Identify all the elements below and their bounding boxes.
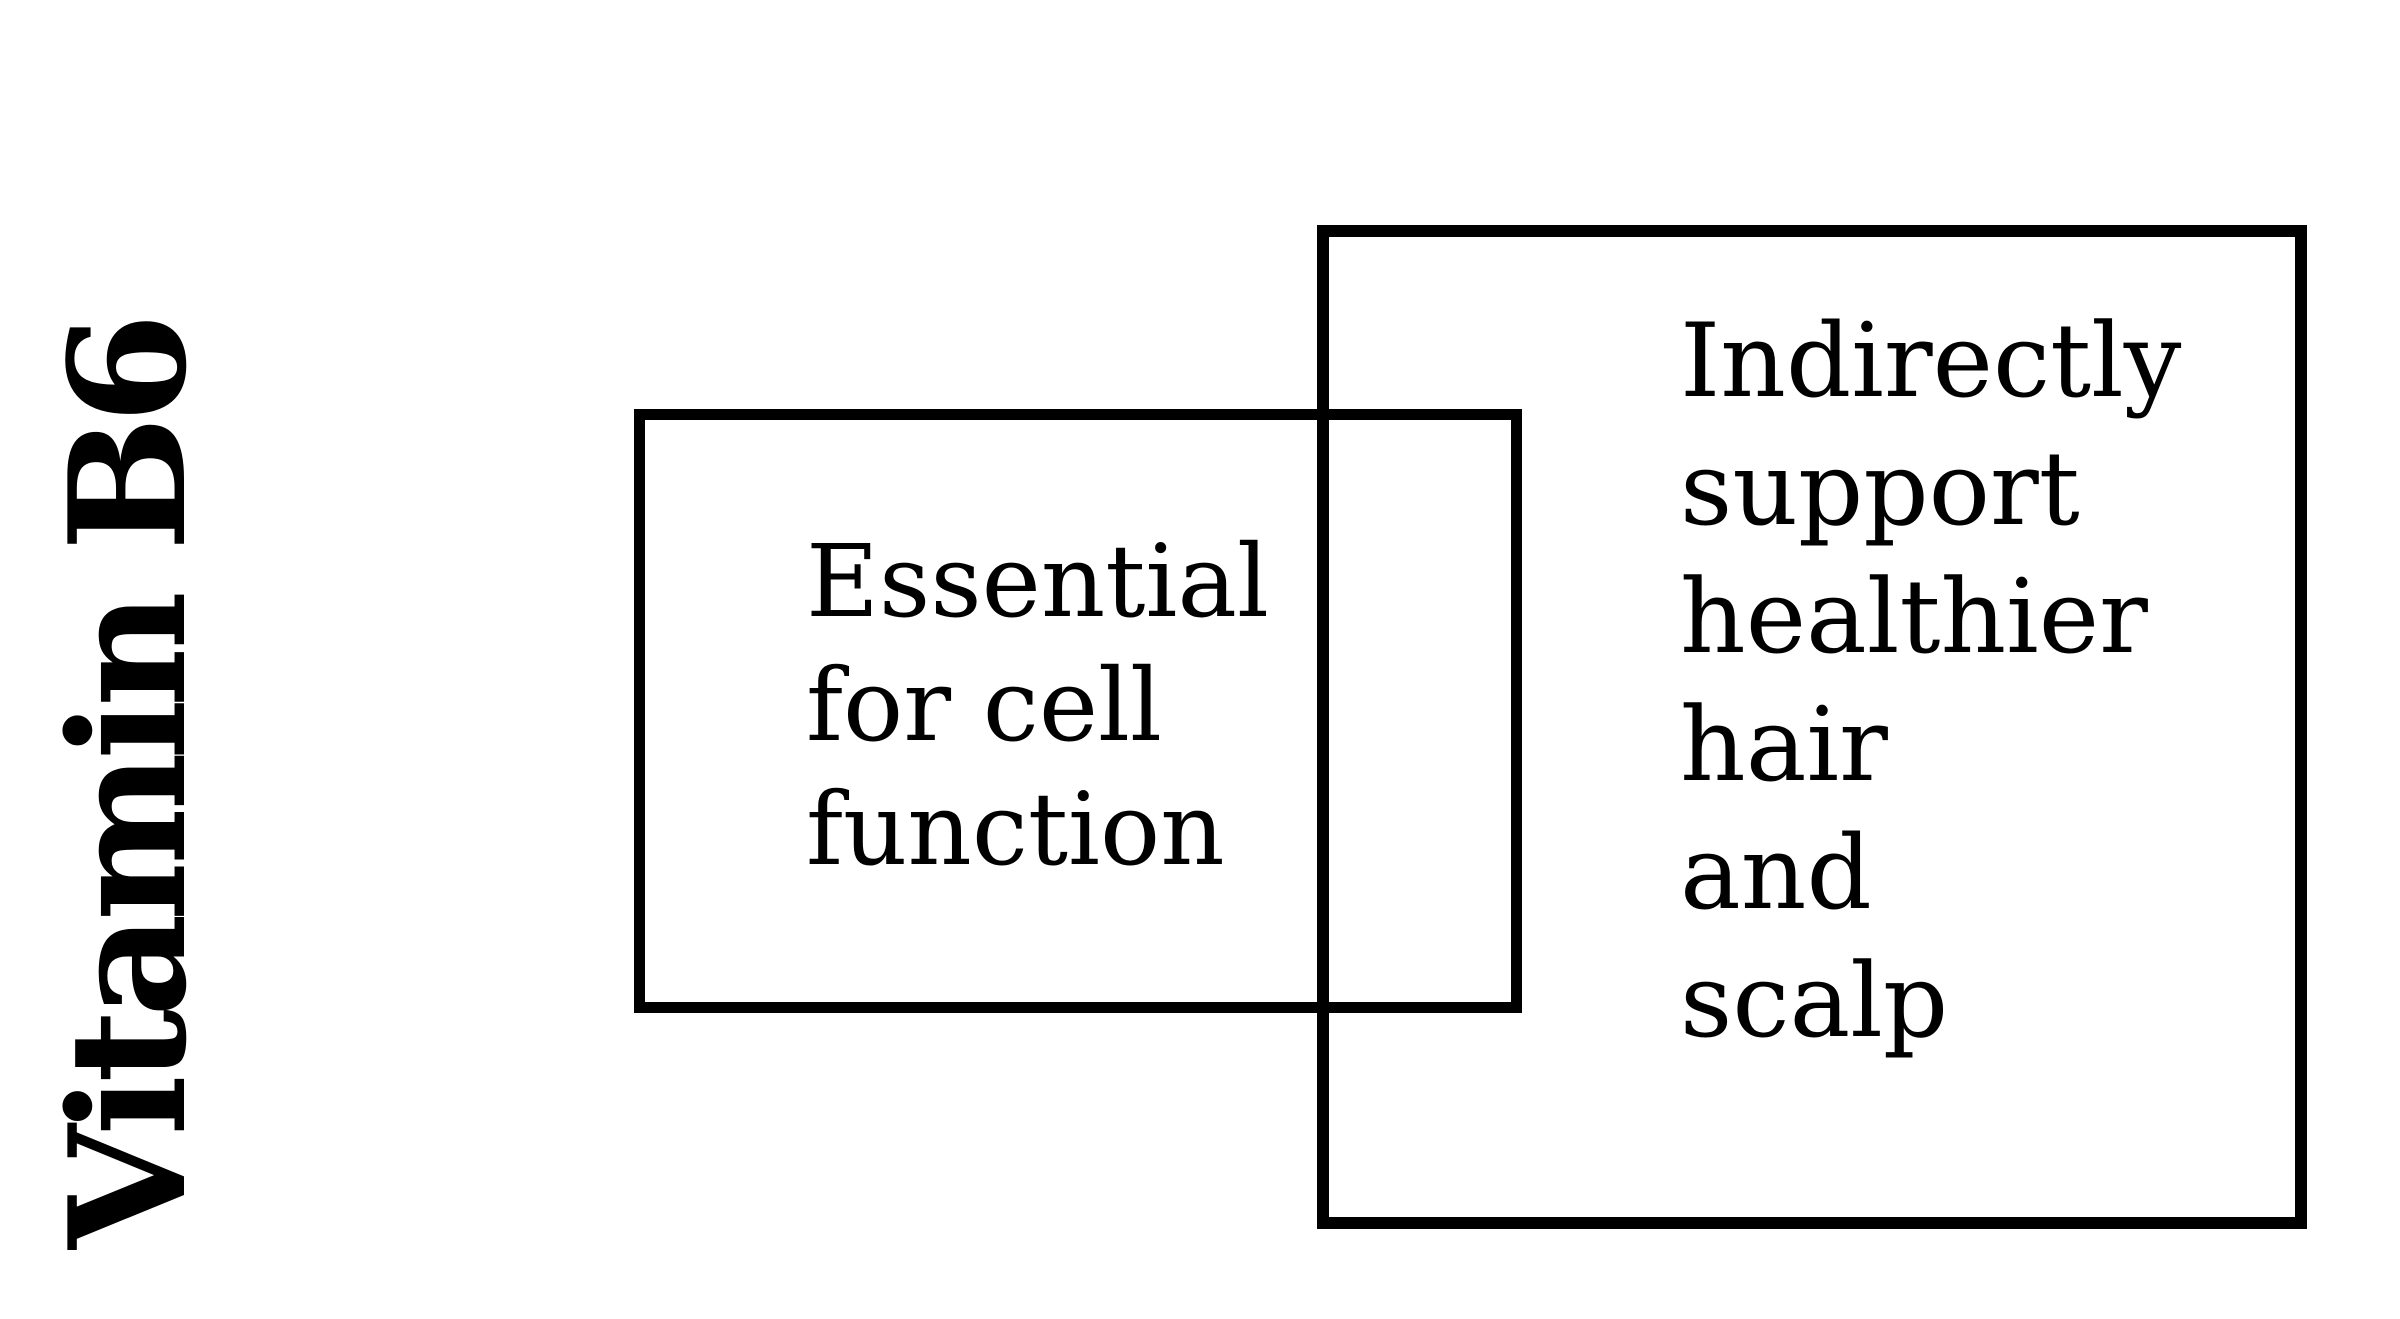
label-line: hair [1680, 686, 1888, 805]
label-line: scalp [1680, 942, 1949, 1061]
label-line: for cell [806, 647, 1162, 764]
label-line: and [1680, 814, 1872, 933]
right-box [1317, 225, 2307, 1229]
label-line: Essential [806, 523, 1269, 640]
label-line: Indirectly [1680, 302, 2182, 421]
label-line: function [806, 771, 1225, 888]
label-line: support [1680, 430, 2080, 549]
right-box-label: Indirectly support healthier hair and sc… [1680, 298, 2181, 1066]
vertical-title: Vitamin B6 [34, 320, 222, 1249]
left-box-label: Essential for cell function [806, 520, 1269, 892]
label-line: healthier [1680, 558, 2148, 677]
left-box [634, 409, 1522, 1013]
